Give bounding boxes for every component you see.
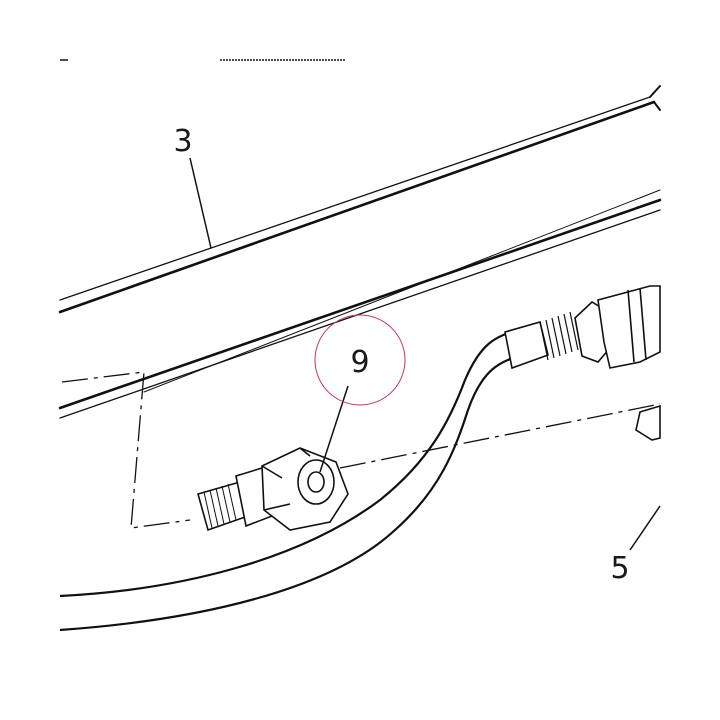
callout-9-highlight-circle	[314, 314, 406, 406]
bracket-bar	[58, 85, 662, 419]
sensor-bolt	[197, 447, 349, 532]
callout-label-9: 9	[350, 345, 369, 380]
bolt-threads	[203, 483, 237, 529]
mount-tab	[635, 404, 661, 441]
callout-label-5: 5	[610, 551, 629, 586]
connector-ribs	[539, 311, 579, 361]
hose	[59, 328, 526, 632]
assembly-axis-lines	[61, 371, 661, 529]
callout-label-3: 3	[173, 124, 192, 159]
hose-connector	[504, 285, 661, 370]
leader-lines	[189, 157, 661, 551]
